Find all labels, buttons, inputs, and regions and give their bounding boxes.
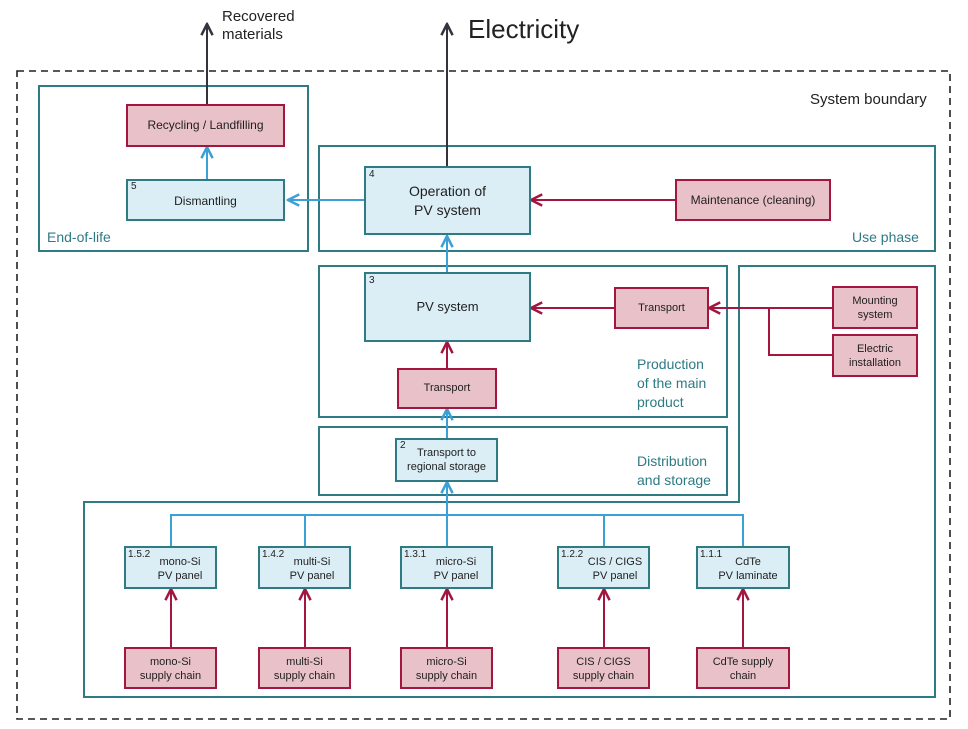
panel-label-2: multi-Si PV panel — [289, 556, 335, 582]
transport-upper-label: Transport — [638, 302, 685, 314]
pv-system-number: 3 — [369, 275, 375, 286]
panel-number-5: 1.1.1 — [700, 549, 723, 560]
panel-label-5: CdTe PV laminate — [718, 556, 778, 582]
panel-box-1 — [124, 546, 217, 589]
recovered-materials-label: Recovered materials — [222, 8, 295, 43]
electric-box — [832, 334, 918, 377]
dismantling-box — [126, 179, 285, 221]
distribution-frame — [318, 426, 728, 496]
pv-system-label: PV system — [416, 299, 479, 314]
system-boundary-label: System boundary — [810, 91, 927, 108]
transport-lower-box — [397, 368, 497, 409]
supply-region-frame — [83, 265, 936, 698]
mounting-box — [832, 286, 918, 329]
panel-box-4 — [557, 546, 650, 589]
recycling-box — [126, 104, 285, 147]
operation-number: 4 — [369, 169, 375, 180]
transport-storage-label: Transport to regional storage — [407, 447, 486, 473]
use-phase-label: Use phase — [852, 229, 919, 245]
electricity-label: Electricity — [468, 14, 580, 44]
distribution-label: Distribution and storage — [637, 453, 711, 488]
panel-label-3: micro-Si PV panel — [433, 556, 479, 582]
system-boundary-frame — [16, 70, 951, 720]
dismantling-label: Dismantling — [174, 194, 237, 208]
transport-upper-box — [614, 287, 709, 329]
panel-label-4: CIS / CIGS PV panel — [587, 556, 643, 582]
production-label: Production of the main product — [637, 356, 707, 410]
chain-box-5 — [696, 647, 790, 689]
panels-collector-line — [170, 514, 744, 546]
transport-storage-box — [395, 438, 498, 482]
chain-box-1 — [124, 647, 217, 689]
panel-label-1: mono-Si PV panel — [157, 556, 203, 582]
pv-system-box — [364, 272, 531, 342]
chain-label-4: CIS / CIGS supply chain — [572, 656, 635, 682]
chain-box-2 — [258, 647, 351, 689]
panel-box-5 — [696, 546, 790, 589]
chain-box-4 — [557, 647, 650, 689]
end-of-life-frame — [38, 85, 309, 252]
chain-label-1: mono-Si supply chain — [139, 656, 202, 682]
chain-label-5: CdTe supply chain — [712, 656, 774, 682]
operation-label: Operation of PV system — [408, 183, 487, 218]
maintenance-label: Maintenance (cleaning) — [690, 193, 816, 207]
chain-box-3 — [400, 647, 493, 689]
recycling-label: Recycling / Landfilling — [147, 118, 264, 132]
chain-label-2: multi-Si supply chain — [273, 656, 336, 682]
mounting-label: Mounting system — [852, 295, 898, 321]
production-frame — [318, 265, 728, 418]
chain-label-3: micro-Si supply chain — [415, 656, 478, 682]
transport-lower-label: Transport — [423, 382, 471, 394]
transport-storage-number: 2 — [400, 440, 406, 451]
use-phase-frame — [318, 145, 936, 252]
maintenance-box — [675, 179, 831, 221]
operation-box — [364, 166, 531, 235]
panel-number-2: 1.4.2 — [262, 549, 285, 560]
end-of-life-label: End-of-life — [47, 229, 111, 245]
electric-connector-line — [768, 308, 832, 356]
panel-number-4: 1.2.2 — [561, 549, 584, 560]
dismantling-number: 5 — [131, 181, 137, 192]
electric-label: Electric installation — [849, 343, 901, 369]
panel-number-3: 1.3.1 — [404, 549, 427, 560]
panel-box-2 — [258, 546, 351, 589]
panel-box-3 — [400, 546, 493, 589]
panel-number-1: 1.5.2 — [128, 549, 151, 560]
